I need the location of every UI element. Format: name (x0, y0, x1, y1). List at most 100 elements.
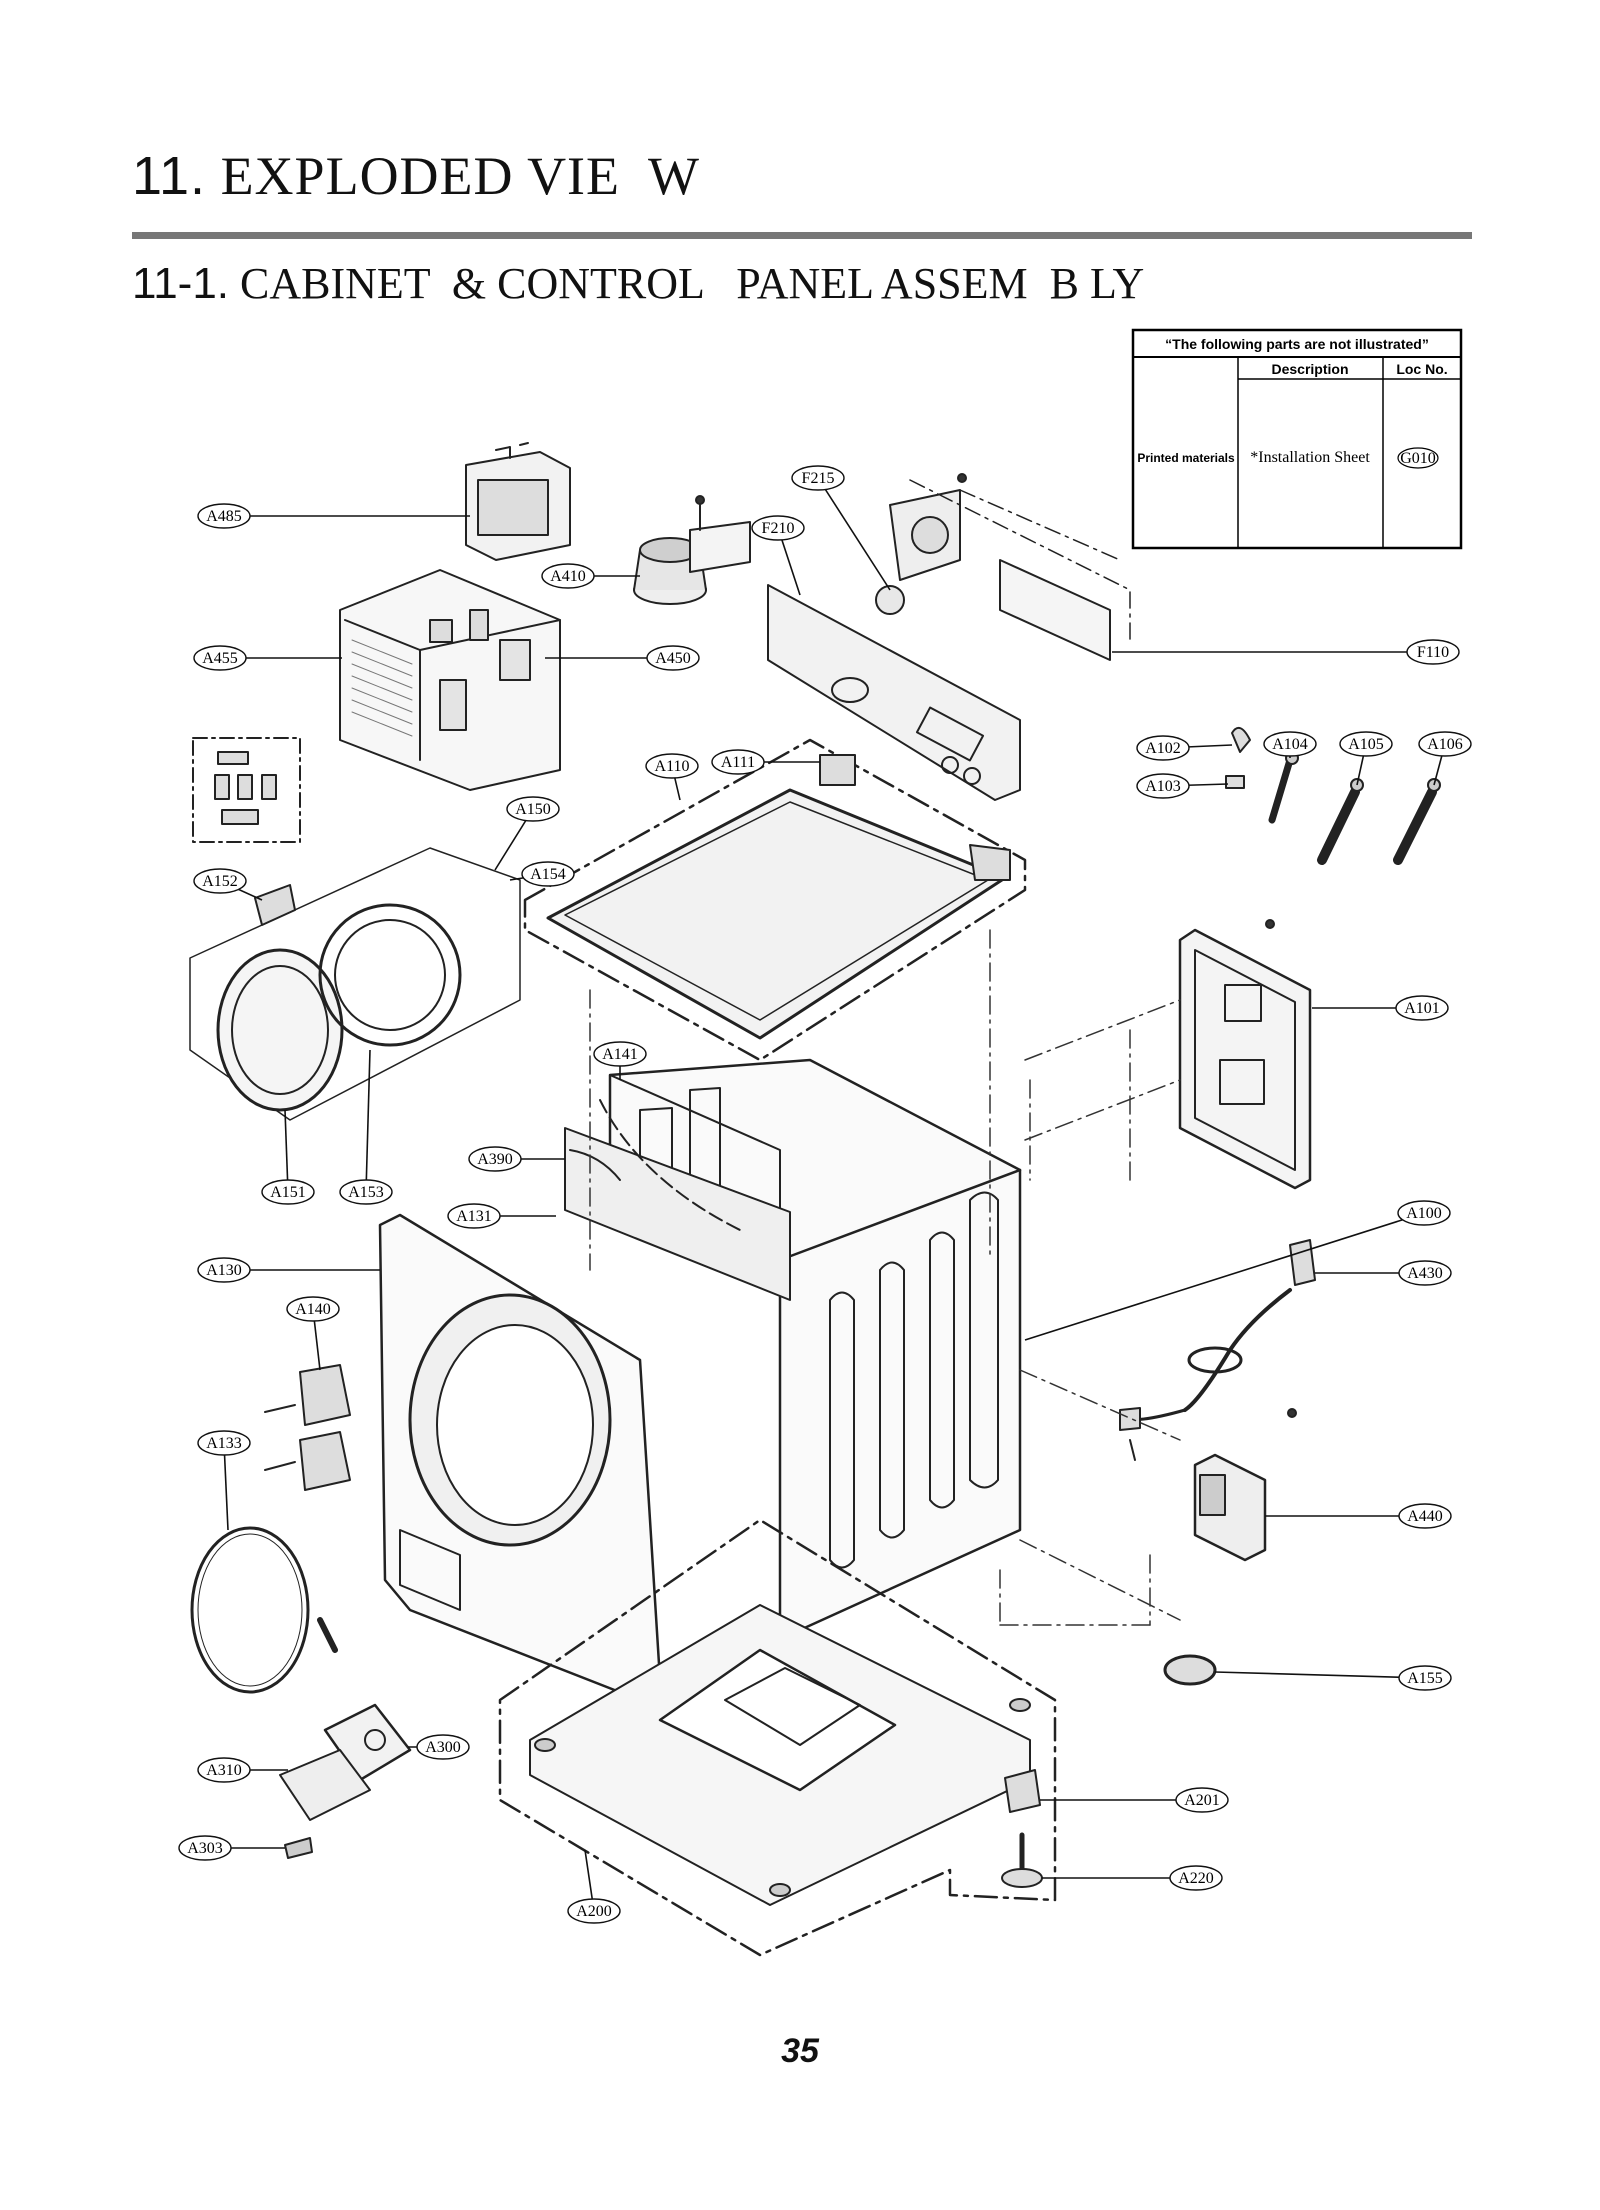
callout-a303: A303 (178, 1835, 285, 1861)
subsection-title-text: CABINET & CONTROL PANEL ASSEM B LY (240, 259, 1145, 308)
leader-line (817, 477, 891, 591)
small-hooks-drawing (1225, 726, 1251, 789)
callout-a485: A485 (197, 503, 470, 529)
callout-label: A130 (206, 1262, 242, 1279)
callout-oval (261, 1179, 315, 1205)
callout-oval (1175, 1787, 1229, 1813)
leader-line (1214, 1671, 1426, 1679)
cap-drawing (1163, 1654, 1217, 1686)
callout-oval (1397, 1200, 1451, 1226)
callout-oval (711, 749, 765, 775)
callout-a111: A111 (711, 749, 820, 775)
callout-oval (1418, 731, 1472, 757)
front-panel-drawing (378, 1213, 662, 1702)
callout-a131: A131 (447, 1203, 556, 1229)
callout-a101: A101 (1312, 995, 1449, 1021)
callout-oval (339, 1179, 393, 1205)
table-header-description: Description (1271, 361, 1348, 377)
callout-oval (645, 753, 699, 779)
control-pcb-drawing (875, 473, 1131, 661)
callout-label: A111 (721, 754, 755, 771)
callout-label: A220 (1178, 1870, 1214, 1887)
callout-oval (567, 1898, 621, 1924)
callout-label: A131 (456, 1208, 492, 1225)
callout-oval (1406, 639, 1460, 665)
callout-f215: F215 (791, 465, 891, 591)
callout-a110: A110 (645, 753, 699, 801)
callout-label: A102 (1145, 740, 1181, 757)
callout-oval (197, 503, 251, 529)
cabinet-drawing (564, 1058, 1022, 1632)
callout-label: A141 (602, 1046, 638, 1063)
callout-a201: A201 (1040, 1787, 1229, 1813)
callout-label: A101 (1404, 1000, 1440, 1017)
callout-label: A150 (515, 801, 551, 818)
callout-oval (506, 796, 560, 822)
base-frame-drawing (498, 1518, 1057, 1957)
callout-oval (646, 645, 700, 671)
callout-label: A133 (206, 1435, 242, 1452)
callout-a152: A152 (193, 868, 263, 901)
callout-label: A110 (655, 758, 690, 775)
leader-line (365, 1049, 371, 1193)
callout-oval (541, 563, 595, 589)
callout-oval (1398, 1260, 1452, 1286)
dampers-drawing (1268, 751, 1441, 865)
callout-f110: F110 (1112, 639, 1460, 665)
callout-oval (791, 465, 845, 491)
callout-label: A153 (348, 1184, 384, 1201)
leader-line (223, 1442, 229, 1531)
callout-f210: F210 (751, 515, 805, 596)
callout-oval (468, 1146, 522, 1172)
parts-not-illustrated-table (1131, 328, 1463, 550)
callout-oval (1169, 1865, 1223, 1891)
callout-oval (193, 645, 247, 671)
callout-label: A440 (1407, 1508, 1443, 1525)
guide-lines (589, 929, 1181, 1626)
callout-a150: A150 (494, 796, 560, 871)
callout-oval (197, 1757, 251, 1783)
callout-a410: A410 (541, 563, 640, 589)
callout-oval (447, 1203, 501, 1229)
callout-a106: A106 (1418, 731, 1472, 786)
callout-a140: A140 (286, 1296, 340, 1371)
callout-a155: A155 (1214, 1665, 1452, 1691)
filter-cover-drawing (279, 1703, 412, 1859)
callout-label: A105 (1348, 736, 1384, 753)
callout-label: A450 (655, 650, 691, 667)
back-panel-drawing (1178, 919, 1312, 1190)
callout-a151: A151 (261, 1109, 315, 1205)
callout-a220: A220 (1042, 1865, 1223, 1891)
callout-a104: A104 (1263, 731, 1317, 758)
subsection-number: 11-1. (132, 259, 230, 308)
hinge-clip-kit-drawing (192, 737, 301, 843)
section-title: 11. EXPLODED VIE W (132, 145, 700, 207)
callout-a455: A455 (193, 645, 342, 671)
callout-a153: A153 (339, 1049, 393, 1205)
callout-a100: A100 (1024, 1200, 1451, 1341)
top-plate-drawing (523, 738, 1027, 1062)
callout-label: A390 (477, 1151, 513, 1168)
callout-label: A104 (1272, 736, 1308, 753)
callout-label: A485 (206, 508, 242, 525)
main-pcb-box-drawing (339, 569, 561, 791)
callout-a133: A133 (197, 1430, 251, 1531)
page-number: 35 (781, 2032, 819, 2070)
foot-drawing (1001, 1769, 1043, 1888)
display-pcb-drawing (465, 442, 571, 561)
callout-oval (416, 1734, 470, 1760)
callout-a300: A300 (408, 1734, 470, 1760)
table-loc-oval (1397, 447, 1439, 469)
callout-oval (197, 1257, 251, 1283)
hinges-drawing (264, 1364, 351, 1491)
callout-oval (1395, 995, 1449, 1021)
callout-a105: A105 (1339, 731, 1393, 786)
callout-oval (1136, 735, 1190, 761)
table-loc-value: G010 (1400, 450, 1436, 467)
callout-oval (178, 1835, 232, 1861)
table-group-label: Printed materials (1137, 451, 1235, 465)
knob-assembly-drawing (633, 495, 751, 605)
callout-oval (521, 861, 575, 887)
